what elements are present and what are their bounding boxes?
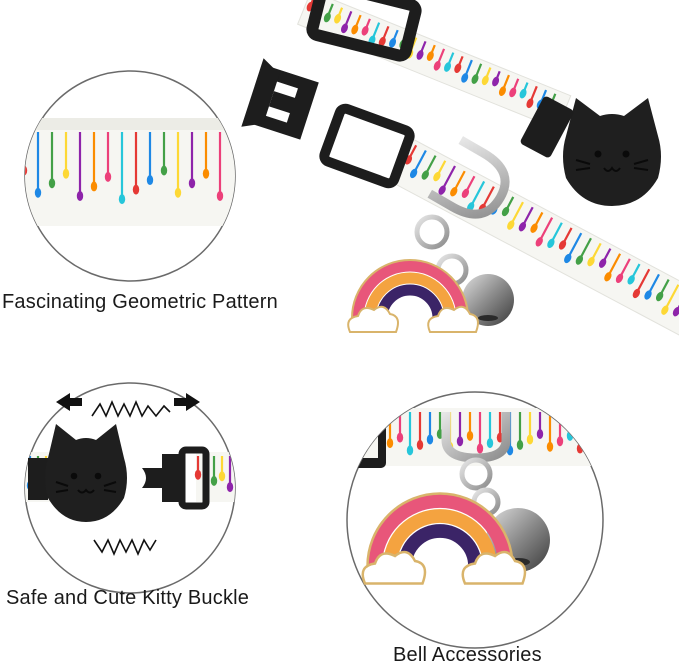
collar-main [241,0,679,338]
cat-face-icon [55,472,117,494]
zigzag-click-icon [91,399,171,418]
caption-bell: Bell Accessories [393,644,542,666]
caption-buckle: Safe and Cute Kitty Buckle [6,587,250,609]
cat-face-icon [575,150,649,172]
cat-buckle-main [563,98,661,206]
cat-buckle [28,424,127,522]
circle-buckle [24,382,236,594]
arrow-left-icon [56,393,82,411]
arrow-right-icon [174,393,200,411]
charm-main [347,214,514,333]
circle-pattern [24,70,236,282]
buckle-clip [142,446,210,510]
circle-bell [346,391,604,649]
buckle-clip [241,58,319,140]
zigzag-click-icon [93,538,157,557]
caption-pattern: Fascinating Geometric Pattern [2,291,278,313]
